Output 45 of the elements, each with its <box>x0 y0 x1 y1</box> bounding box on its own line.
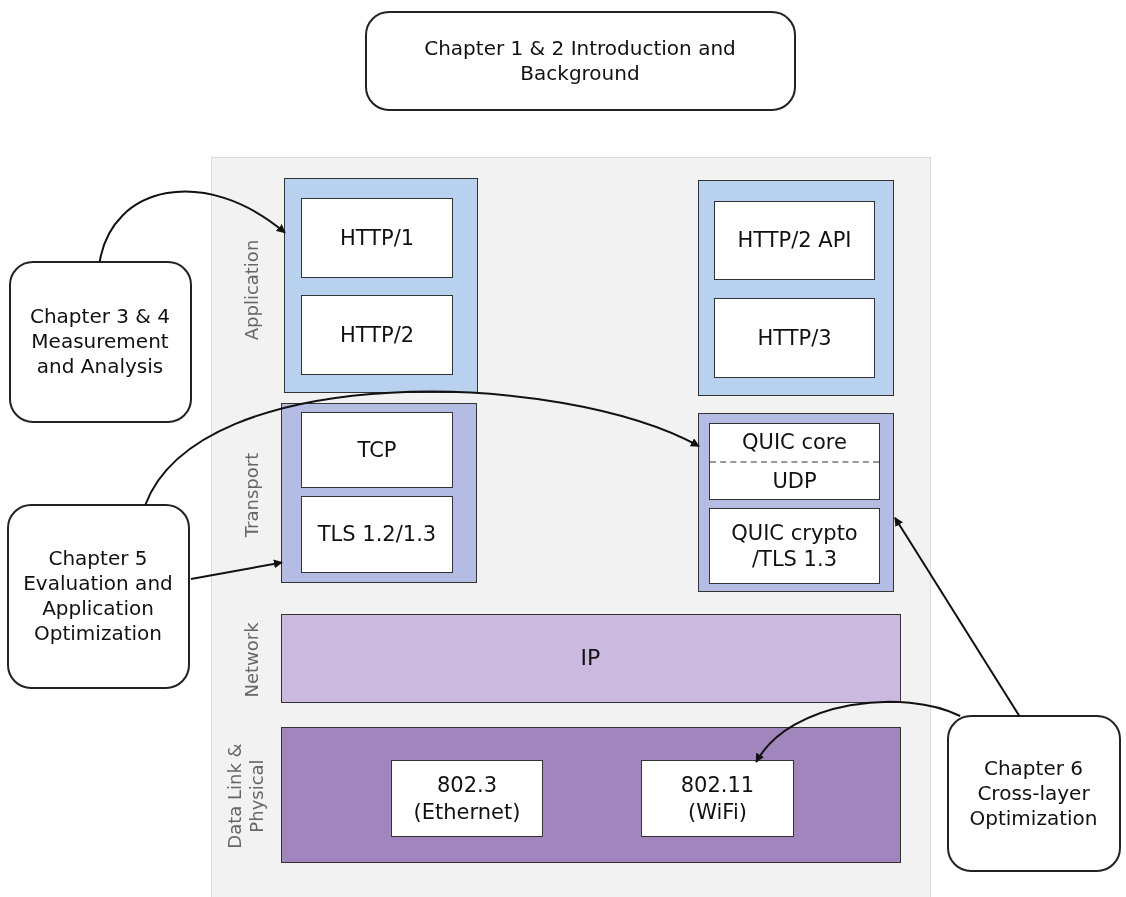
layer-group-box <box>697 412 894 592</box>
box-text: Chapter 6 Cross-layer Optimization <box>968 755 1099 831</box>
layer-band <box>280 726 901 863</box>
layer-group-box <box>697 179 894 396</box>
arrow <box>894 516 1021 717</box>
box-text: Chapter 1 & 2 Introduction and Background <box>423 35 737 86</box>
layer-group-box <box>280 402 477 583</box>
box-text: HTTP/2 <box>338 321 416 349</box>
box-text: TCP <box>356 436 398 464</box>
box-text: 802.11 (WiFi) <box>679 772 756 825</box>
protocol-box <box>641 760 794 837</box>
chapter-box <box>6 503 190 689</box>
box-text: QUIC core <box>741 429 848 457</box>
box-text: HTTP/1 <box>338 224 416 252</box>
box-text: HTTP/2 API <box>736 227 853 254</box>
protocol-box <box>301 295 453 375</box>
box-text: Chapter 5 Evaluation and Application Optimization <box>22 546 174 646</box>
arrow <box>190 559 283 580</box>
box-text: UDP <box>710 460 879 499</box>
arrow <box>98 190 286 263</box>
layer-label: Data Link & Physical <box>224 742 268 851</box>
arrow <box>755 700 962 763</box>
protocol-box <box>301 412 453 488</box>
protocol-box <box>714 201 875 280</box>
protocol-box <box>301 496 453 573</box>
box-text: QUIC crypto /TLS 1.3 <box>730 519 859 573</box>
chapter-box <box>946 714 1121 872</box>
arrow <box>144 390 700 506</box>
box-text: IP <box>579 644 602 672</box>
layer-label: Network <box>241 622 263 698</box>
box-text: 802.3 (Ethernet) <box>412 772 522 825</box>
protocol-box <box>709 423 880 500</box>
protocol-box <box>301 198 453 278</box>
box-text: HTTP/3 <box>756 324 833 352</box>
chapter-box <box>364 10 796 111</box>
layer-group-box <box>283 177 478 393</box>
layer-label: Transport <box>241 452 263 538</box>
protocol-box <box>709 508 880 584</box>
protocol-box <box>714 298 875 378</box>
protocol-box <box>391 760 543 837</box>
layer-label: Application <box>241 239 263 341</box>
chapter-box <box>8 260 192 423</box>
box-text: Chapter 3 & 4 Measurement and Analysis <box>28 304 172 379</box>
box-text: TLS 1.2/1.3 <box>316 521 438 548</box>
protocol-band <box>280 613 901 703</box>
